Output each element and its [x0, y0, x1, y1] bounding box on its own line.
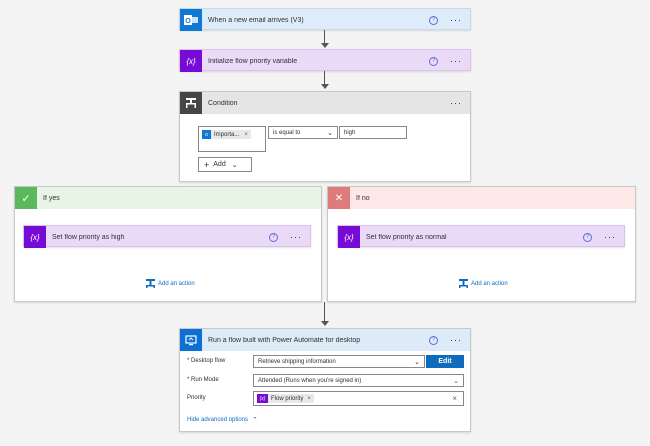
desktop-flow-value: Retrieve shipping information: [258, 358, 336, 365]
condition-icon: [180, 92, 202, 114]
more-options-icon[interactable]: ···: [290, 231, 302, 242]
help-icon[interactable]: ?: [583, 232, 592, 242]
dynamic-content-token[interactable]: o Importa... ×: [202, 130, 251, 139]
chevron-down-icon: ⌄: [414, 358, 420, 366]
set-priority-normal-header[interactable]: {x} Set flow priority as normal ? ···: [338, 226, 624, 248]
variable-icon: {x}: [257, 394, 268, 403]
connector-arrowhead: [321, 321, 329, 326]
run-mode-dropdown[interactable]: Attended (Runs when you're signed in) ⌄: [253, 374, 464, 387]
trigger-header[interactable]: O When a new email arrives (V3) ? ···: [180, 9, 470, 31]
hide-advanced-options-label: Hide advanced options: [187, 417, 249, 423]
outlook-icon: o: [202, 130, 211, 139]
trigger-card[interactable]: O When a new email arrives (V3) ? ···: [179, 8, 471, 31]
initialize-variable-title: Initialize flow priority variable: [208, 57, 298, 65]
help-icon[interactable]: ?: [269, 232, 278, 242]
outlook-icon: O: [180, 9, 202, 31]
condition-left-operand[interactable]: o Importa... ×: [198, 126, 266, 152]
desktop-flow-title: Run a flow built with Power Automate for…: [208, 336, 361, 344]
add-condition-button[interactable]: + Add ⌄: [198, 157, 252, 172]
add-label: Add: [213, 161, 226, 168]
condition-card: Condition ··· o Importa... × is equal to…: [179, 91, 471, 182]
connector-arrowhead: [321, 43, 329, 48]
run-mode-value: Attended (Runs when you're signed in): [258, 377, 362, 384]
connector-arrowhead: [321, 84, 329, 89]
variable-icon: {x}: [338, 226, 360, 248]
condition-value-input[interactable]: high: [339, 126, 407, 139]
token-label: Importa...: [214, 131, 240, 138]
add-an-action-label: Add an action: [471, 280, 508, 287]
desktop-flow-dropdown[interactable]: Retrieve shipping information ⌄: [253, 355, 425, 368]
desktop-flow-label: * Desktop flow: [187, 358, 226, 364]
initialize-variable-header[interactable]: {x} Initialize flow priority variable ? …: [180, 50, 470, 72]
variable-icon: {x}: [24, 226, 46, 248]
set-priority-high-header[interactable]: {x} Set flow priority as high ? ···: [24, 226, 310, 248]
operator-value: is equal to: [273, 129, 301, 136]
more-options-icon[interactable]: ···: [604, 231, 616, 242]
help-icon[interactable]: ?: [429, 15, 438, 25]
add-an-action-label: Add an action: [158, 280, 195, 287]
connector-arrow: [324, 71, 325, 84]
help-icon[interactable]: ?: [429, 56, 438, 66]
add-action-icon: [146, 279, 155, 288]
chevron-down-icon: ⌄: [453, 377, 459, 385]
close-icon: ✕: [328, 187, 350, 209]
more-options-icon[interactable]: ···: [450, 97, 462, 108]
edit-button[interactable]: Edit: [426, 355, 464, 368]
if-yes-branch: ✓ If yes {x} Set flow priority as high ?…: [14, 186, 322, 302]
if-no-title: If no: [356, 194, 370, 202]
set-priority-high-card[interactable]: {x} Set flow priority as high ? ···: [23, 225, 311, 248]
remove-token-icon[interactable]: ×: [244, 131, 248, 138]
plus-icon: +: [204, 159, 210, 170]
set-priority-normal-card[interactable]: {x} Set flow priority as normal ? ···: [337, 225, 625, 248]
desktop-flow-icon: [180, 329, 202, 351]
if-yes-header[interactable]: ✓ If yes: [15, 187, 321, 209]
set-priority-high-title: Set flow priority as high: [52, 233, 125, 241]
initialize-variable-card[interactable]: {x} Initialize flow priority variable ? …: [179, 49, 471, 72]
condition-header[interactable]: Condition ···: [180, 92, 470, 114]
desktop-flow-card: Run a flow built with Power Automate for…: [179, 328, 471, 432]
check-icon: ✓: [15, 187, 37, 209]
svg-text:O: O: [185, 18, 191, 25]
flow-priority-token[interactable]: {x} Flow priority ×: [257, 394, 314, 403]
remove-token-icon[interactable]: ×: [307, 395, 311, 402]
condition-title: Condition: [208, 99, 238, 107]
run-mode-label: * Run Mode: [187, 377, 219, 383]
connector-arrow: [324, 302, 325, 321]
desktop-flow-header[interactable]: Run a flow built with Power Automate for…: [180, 329, 470, 351]
clear-icon[interactable]: ×: [452, 394, 457, 403]
if-no-branch: ✕ If no {x} Set flow priority as normal …: [327, 186, 636, 302]
flow-priority-token-label: Flow priority: [271, 395, 304, 402]
more-options-icon[interactable]: ···: [450, 55, 462, 66]
set-priority-normal-title: Set flow priority as normal: [366, 233, 447, 241]
trigger-title: When a new email arrives (V3): [208, 16, 304, 24]
hide-advanced-options-link[interactable]: Hide advanced options ⌃: [187, 416, 258, 424]
add-an-action-link[interactable]: Add an action: [459, 279, 508, 288]
connector-arrow: [324, 30, 325, 43]
more-options-icon[interactable]: ···: [450, 334, 462, 345]
if-no-header[interactable]: ✕ If no: [328, 187, 635, 209]
more-options-icon[interactable]: ···: [450, 14, 462, 25]
condition-operator-dropdown[interactable]: is equal to ⌄: [268, 126, 338, 139]
chevron-down-icon: ⌄: [231, 161, 238, 169]
chevron-up-icon: ⌃: [252, 417, 258, 424]
variable-icon: {x}: [180, 50, 202, 72]
chevron-down-icon: ⌄: [327, 129, 333, 137]
if-yes-title: If yes: [43, 194, 60, 202]
priority-input[interactable]: {x} Flow priority × ×: [253, 391, 464, 406]
priority-label: Priority: [187, 395, 206, 401]
help-icon[interactable]: ?: [429, 335, 438, 345]
condition-value: high: [344, 129, 356, 136]
add-action-icon: [459, 279, 468, 288]
add-an-action-link[interactable]: Add an action: [146, 279, 195, 288]
